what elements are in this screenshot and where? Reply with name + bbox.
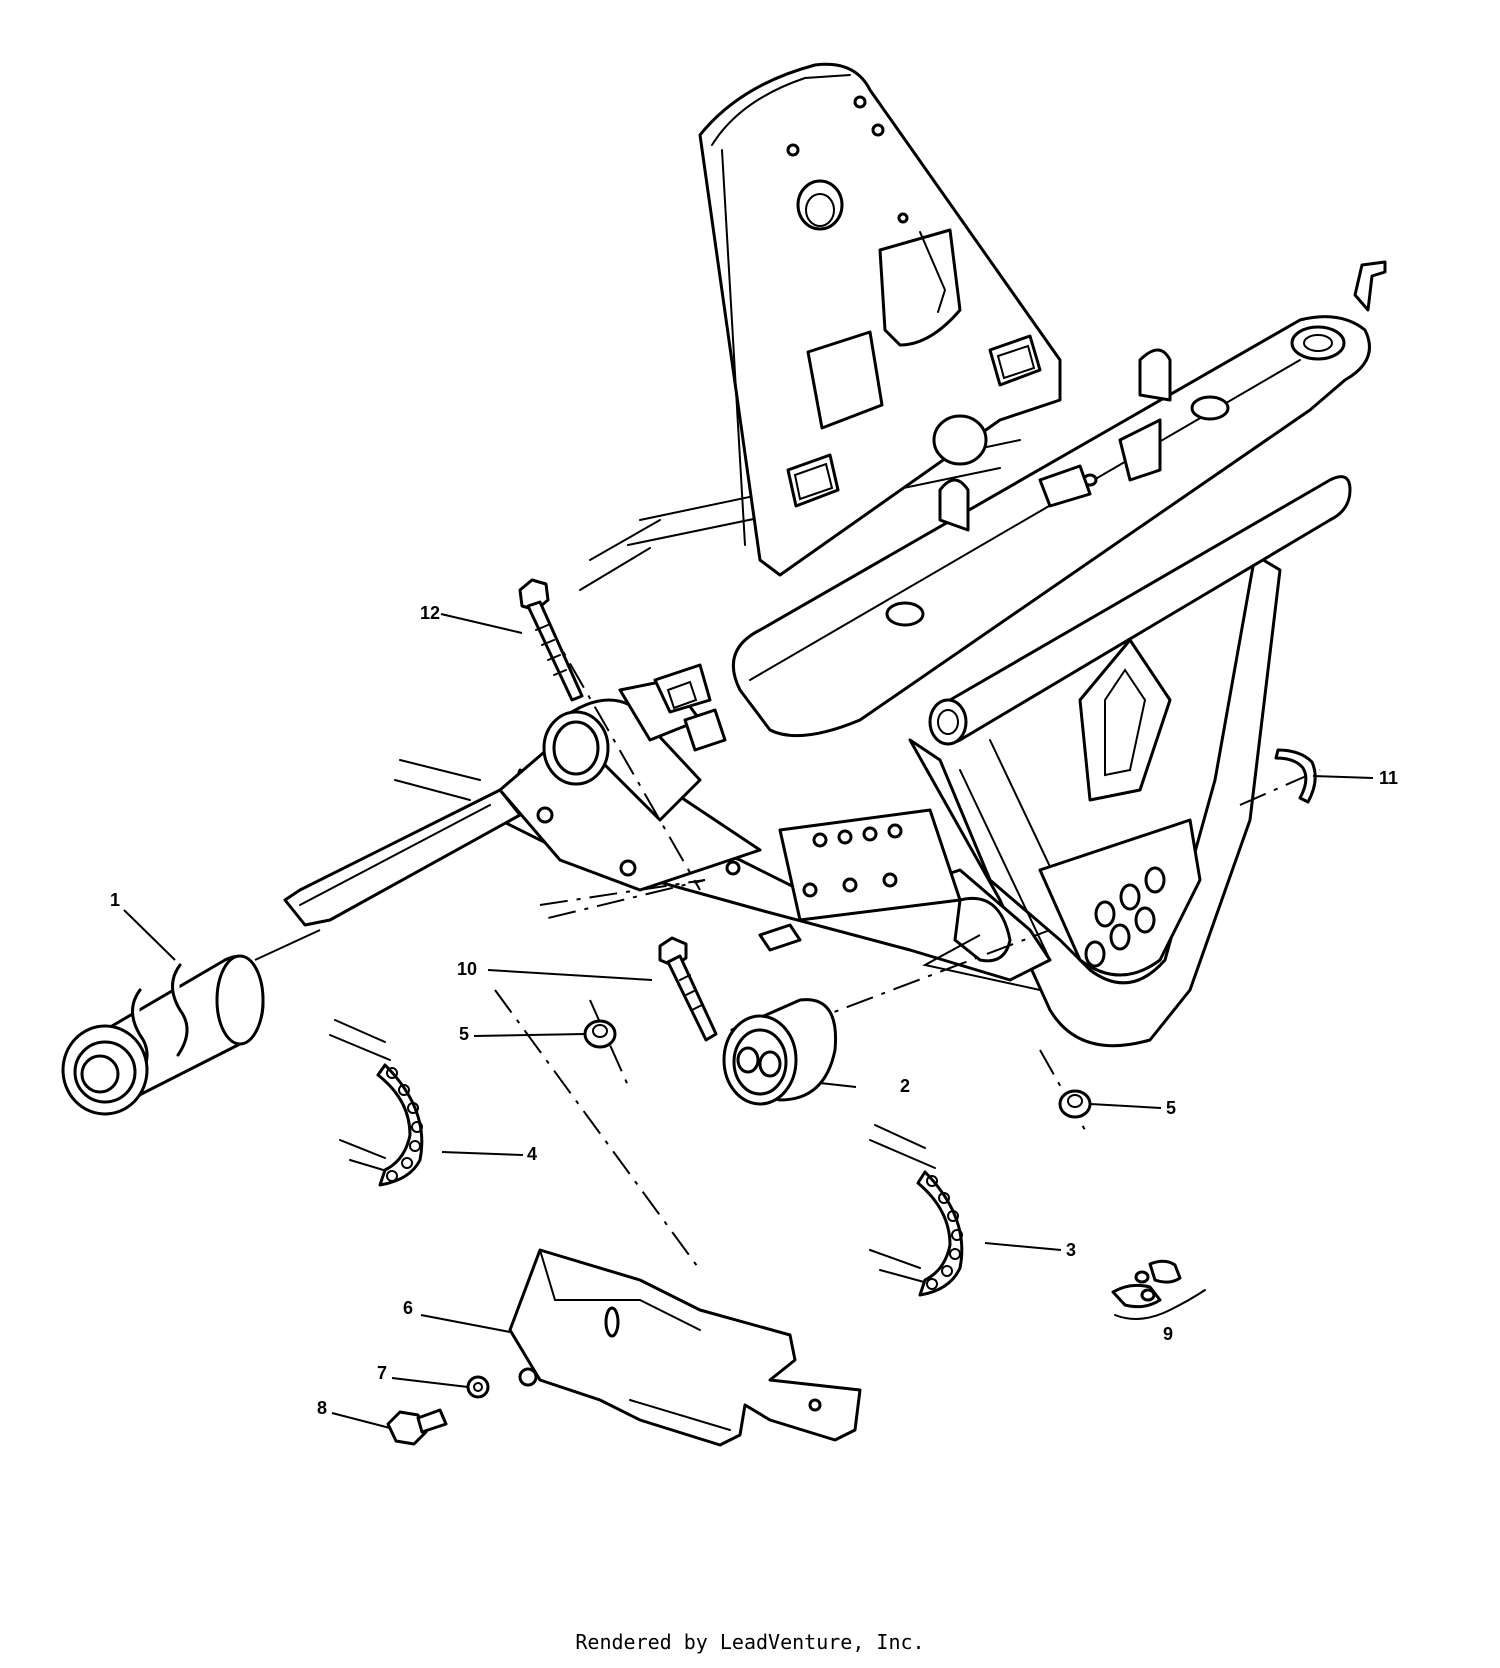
rear-cross-beam	[731, 260, 1387, 738]
chain-4	[329, 1019, 424, 1187]
cap-screw-8	[386, 1408, 448, 1446]
callout-labels: 1 2 3 4 5 5 6 7 8 9 10 11 12	[110, 603, 1398, 1418]
upright-plate	[698, 62, 1062, 577]
callout-8: 8	[317, 1398, 327, 1418]
sprocket-assembly-1	[61, 954, 265, 1116]
callout-12: 12	[420, 603, 440, 623]
pivot-housing	[283, 663, 762, 927]
chain-3	[869, 1124, 964, 1297]
callout-2: 2	[900, 1076, 910, 1096]
callout-11: 11	[1379, 768, 1398, 788]
bolt-10	[658, 936, 718, 1042]
bolt-12	[518, 578, 584, 702]
flange-nut-5-left	[583, 1019, 617, 1049]
callout-leaders	[123, 613, 1374, 1429]
callout-6: 6	[403, 1298, 413, 1318]
front-yoke	[908, 475, 1352, 1048]
callout-5-right: 5	[1166, 1098, 1176, 1118]
callout-1: 1	[110, 890, 120, 910]
connector-link-9	[1111, 1259, 1206, 1320]
footer-credit: Rendered by LeadVenture, Inc.	[575, 1630, 925, 1654]
callout-5-left: 5	[459, 1024, 469, 1044]
callout-3: 3	[1066, 1240, 1076, 1260]
chain-guard-6	[508, 1248, 862, 1447]
callout-7: 7	[377, 1363, 387, 1383]
callout-10: 10	[457, 959, 477, 979]
callout-9: 9	[1163, 1324, 1173, 1344]
flange-nut-5-right	[1058, 1089, 1092, 1119]
callout-4: 4	[527, 1144, 537, 1164]
bushing-2	[722, 998, 838, 1106]
washer-7	[466, 1375, 490, 1399]
clip-11	[1274, 748, 1317, 804]
